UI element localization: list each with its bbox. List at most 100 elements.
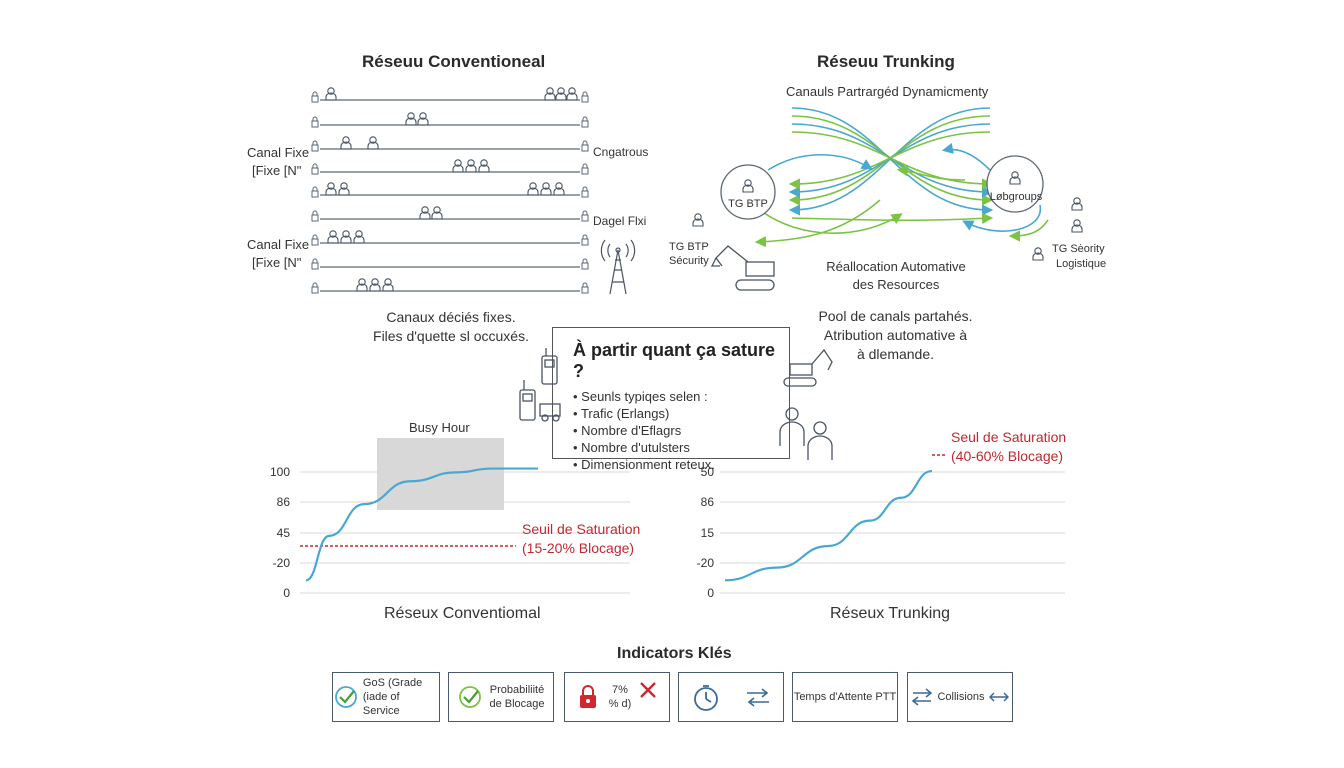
antenna-tower-icon bbox=[600, 239, 636, 295]
lock-icon bbox=[311, 234, 319, 246]
y-tick-label: 15 bbox=[701, 526, 715, 540]
threshold-label-trunking: Seul de Saturation (40-60% Blocage) bbox=[951, 428, 1066, 466]
y-tick-label: 0 bbox=[283, 586, 290, 600]
trunking-realloc-line: des Resources bbox=[852, 277, 940, 292]
y-tick-label: 86 bbox=[277, 495, 291, 509]
trunking-caption: Pool de canals partahés. Atribution auto… bbox=[808, 307, 983, 364]
lock-icon bbox=[581, 163, 589, 175]
conventional-caption-line: Canaux déciés fixes. bbox=[386, 309, 516, 325]
kpi-text: 7% bbox=[612, 684, 628, 696]
excavator-icon bbox=[710, 245, 775, 291]
callout-item: Nombre d'Eflagrs bbox=[573, 422, 789, 439]
chart-title-conventional: Réseux Conventiomal bbox=[384, 605, 541, 622]
trunking-caption-line: à dlemande. bbox=[856, 346, 935, 362]
timer-icon bbox=[694, 685, 718, 711]
lock-icon bbox=[311, 258, 319, 270]
trunking-label-right: TG Sėority Logistique bbox=[1052, 242, 1106, 272]
kpi-blocking-probability[interactable]: Probabiliité de Blocage bbox=[448, 672, 554, 722]
trunking-label-left-line: Sécurity bbox=[669, 255, 709, 267]
conventional-label-left-2a: Canal Fixe bbox=[247, 237, 310, 252]
saturation-callout: À partir quant ça sature ? Seunls typiqe… bbox=[552, 327, 790, 472]
conventional-label-left-1b: [Fixe [N" bbox=[252, 163, 302, 178]
worker-icon bbox=[807, 421, 833, 460]
check-icon bbox=[335, 686, 357, 708]
chart-title-trunking: Réseux Trunking bbox=[830, 605, 951, 622]
trunking-title: Réseuu Trunking bbox=[817, 52, 955, 71]
lock-icon bbox=[581, 91, 589, 103]
callout-title: À partir quant ça sature ? bbox=[573, 340, 776, 381]
radio-handset-icon bbox=[519, 380, 536, 421]
close-icon bbox=[640, 682, 657, 698]
kpi-text: de Blocage bbox=[489, 698, 545, 710]
kpi-ptt-wait-time[interactable]: Temps d'Attente PTT bbox=[792, 672, 898, 722]
lock-icon bbox=[581, 210, 589, 222]
threshold-label-line: Seuil de Saturation bbox=[522, 521, 641, 537]
kpi-timer[interactable] bbox=[678, 672, 784, 722]
lock-icon bbox=[311, 91, 319, 103]
conventional-label-left-2b: [Fixe [N" bbox=[252, 255, 302, 270]
callout-intro: Seunls typiqes selen : bbox=[573, 388, 789, 405]
lock-icon bbox=[311, 282, 319, 294]
trunking-node-right-label: Løbgroups bbox=[989, 191, 1043, 203]
worker-icon bbox=[779, 407, 805, 446]
y-tick-label: 50 bbox=[701, 465, 715, 479]
conventional-label-right-1: Cngatrous bbox=[593, 145, 649, 159]
kpi-blocking-rate[interactable]: 7% % d) bbox=[564, 672, 670, 722]
kpi-gos[interactable]: GoS (Grade (iade of Service bbox=[332, 672, 440, 722]
y-tick-label: -20 bbox=[273, 556, 291, 570]
series-line bbox=[724, 469, 933, 582]
trunking-subtitle: Canauls Partrargéd Dynamicmenty bbox=[786, 84, 989, 99]
radio-handset-icon bbox=[541, 348, 558, 385]
kpi-text: % d) bbox=[608, 698, 632, 710]
y-tick-label: -20 bbox=[697, 556, 715, 570]
y-tick-label: 100 bbox=[270, 465, 290, 479]
kpi-text: GoS (Grade bbox=[362, 677, 423, 689]
y-tick-label: 86 bbox=[701, 495, 715, 509]
series-line bbox=[305, 467, 538, 582]
threshold-label-line: (40-60% Blocage) bbox=[951, 448, 1064, 464]
trunking-label-right-line: TG Sėority bbox=[1052, 243, 1105, 255]
lock-icon bbox=[311, 210, 319, 222]
lock-icon bbox=[311, 186, 319, 198]
kpi-text: Collisions bbox=[937, 691, 985, 703]
callout-item: Dimensionment reteux. bbox=[573, 456, 789, 473]
lock-icon bbox=[581, 282, 589, 294]
y-tick-label: 0 bbox=[707, 586, 714, 600]
lock-icon bbox=[581, 186, 589, 198]
threshold-label-line: (15-20% Blocage) bbox=[522, 540, 635, 556]
swap-icon bbox=[747, 688, 769, 707]
trunking-label-right-line: Logistique bbox=[1056, 258, 1107, 270]
trunking-caption-line: Pool de canals partahés. bbox=[818, 308, 973, 324]
conventional-caption: Canaux déciés fixes. Files d'quette sl o… bbox=[356, 308, 546, 346]
vehicle-icon bbox=[539, 403, 561, 422]
conventional-label-left-1a: Canal Fixe bbox=[247, 145, 310, 160]
lock-icon bbox=[311, 163, 319, 175]
excavator-icon bbox=[783, 348, 833, 387]
kpi-collisions[interactable]: Collisions bbox=[907, 672, 1013, 722]
y-tick-label: 45 bbox=[277, 526, 291, 540]
lock-icon bbox=[581, 140, 589, 152]
trunking-realloc-label: Réallocation Automative des Resources bbox=[806, 258, 986, 294]
busy-hour-label: Busy Hour bbox=[409, 420, 470, 435]
lock-icon bbox=[581, 234, 589, 246]
trunking-node-left-label: TG BTP bbox=[728, 198, 768, 210]
callout-item: Nombre d'utulsters bbox=[573, 439, 789, 456]
swap-icon bbox=[912, 688, 933, 706]
lock-icon bbox=[579, 685, 596, 708]
callout-item: Trafic (Erlangs) bbox=[573, 405, 789, 422]
trunking-realloc-line: Réallocation Automative bbox=[826, 259, 966, 274]
kpi-text: Probabiliité bbox=[489, 684, 545, 696]
lock-icon bbox=[311, 116, 319, 128]
lock-icon bbox=[311, 140, 319, 152]
threshold-label-conventional: Seuil de Saturation (15-20% Blocage) bbox=[522, 520, 640, 558]
threshold-label-line: Seul de Saturation bbox=[951, 429, 1067, 445]
callout-list: Seunls typiqes selen : Trafic (Erlangs) … bbox=[573, 388, 789, 473]
lock-icon bbox=[581, 116, 589, 128]
lock-icon bbox=[581, 258, 589, 270]
kpi-text: (iade of Service bbox=[362, 691, 400, 717]
indicators-title: Indicators Klés bbox=[617, 645, 732, 662]
trunking-label-left: TG BTP Sécurity bbox=[669, 240, 709, 268]
